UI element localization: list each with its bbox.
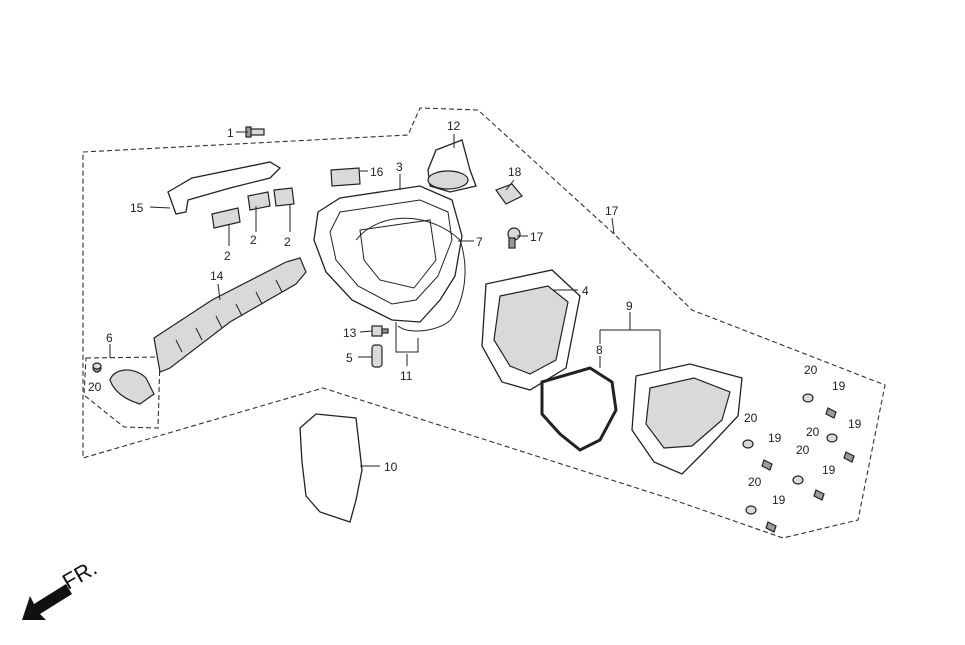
gasket-part-8 xyxy=(540,366,618,452)
wire-part-11 xyxy=(395,322,419,353)
leader-lines xyxy=(109,131,661,467)
front-direction-arrow-icon: FR. xyxy=(22,555,101,620)
callout-14: 14 xyxy=(210,269,224,283)
clamp-part-6 xyxy=(92,363,155,405)
callout-20f: 20 xyxy=(748,475,762,489)
callout-19e: 19 xyxy=(772,493,786,507)
callout-1: 1 xyxy=(227,126,234,140)
air-filter-part-4 xyxy=(481,269,581,391)
screw-part-17 xyxy=(507,227,521,249)
callout-20e: 20 xyxy=(796,443,810,457)
cover-part-9 xyxy=(631,363,743,475)
airbox-housing-part-3 xyxy=(313,185,463,323)
clip-part-18 xyxy=(495,183,523,205)
callout-2b: 2 xyxy=(250,233,257,247)
callout-3: 3 xyxy=(396,160,403,174)
callout-19d: 19 xyxy=(822,463,836,477)
callout-12: 12 xyxy=(447,119,461,133)
callout-17a: 17 xyxy=(605,204,619,218)
callout-labels: 1 15 2 2 2 16 3 12 18 17 17 7 4 14 6 20 … xyxy=(88,119,862,507)
callout-2a: 2 xyxy=(224,249,231,263)
callout-19c: 19 xyxy=(768,431,782,445)
bolt-part-1 xyxy=(245,126,265,138)
callout-10: 10 xyxy=(384,460,398,474)
callout-20d: 20 xyxy=(806,425,820,439)
callout-4: 4 xyxy=(582,284,589,298)
intake-tube-part-14 xyxy=(153,257,307,373)
callout-15: 15 xyxy=(130,201,144,215)
intake-duct-part-12 xyxy=(427,139,477,193)
rubber-pads-part-2 xyxy=(211,187,295,229)
callout-5: 5 xyxy=(346,351,353,365)
callout-9: 9 xyxy=(626,299,633,313)
callout-16: 16 xyxy=(370,165,384,179)
callout-7: 7 xyxy=(476,235,483,249)
callout-20a: 20 xyxy=(88,380,102,394)
callout-11: 11 xyxy=(400,369,413,383)
callout-19a: 19 xyxy=(832,379,846,393)
washers-part-20 xyxy=(92,362,838,515)
callout-13: 13 xyxy=(343,326,357,340)
callout-8: 8 xyxy=(596,343,603,357)
pad-part-16 xyxy=(330,167,361,187)
callout-18: 18 xyxy=(508,165,522,179)
hose-part-7 xyxy=(355,217,466,332)
callout-17b: 17 xyxy=(530,230,544,244)
callout-20c: 20 xyxy=(744,411,758,425)
assembly-boundary-outline xyxy=(82,107,886,539)
callout-20b: 20 xyxy=(804,363,818,377)
heat-shield-part-10 xyxy=(299,413,363,523)
callout-6: 6 xyxy=(106,331,113,345)
callout-2c: 2 xyxy=(284,235,291,249)
bracket-part-15 xyxy=(167,161,282,215)
screws-part-19 xyxy=(761,407,855,533)
clamp-group-outline xyxy=(83,356,161,429)
sleeve-part-5 xyxy=(371,344,383,368)
fitting-part-13 xyxy=(371,325,389,337)
callout-19b: 19 xyxy=(848,417,862,431)
